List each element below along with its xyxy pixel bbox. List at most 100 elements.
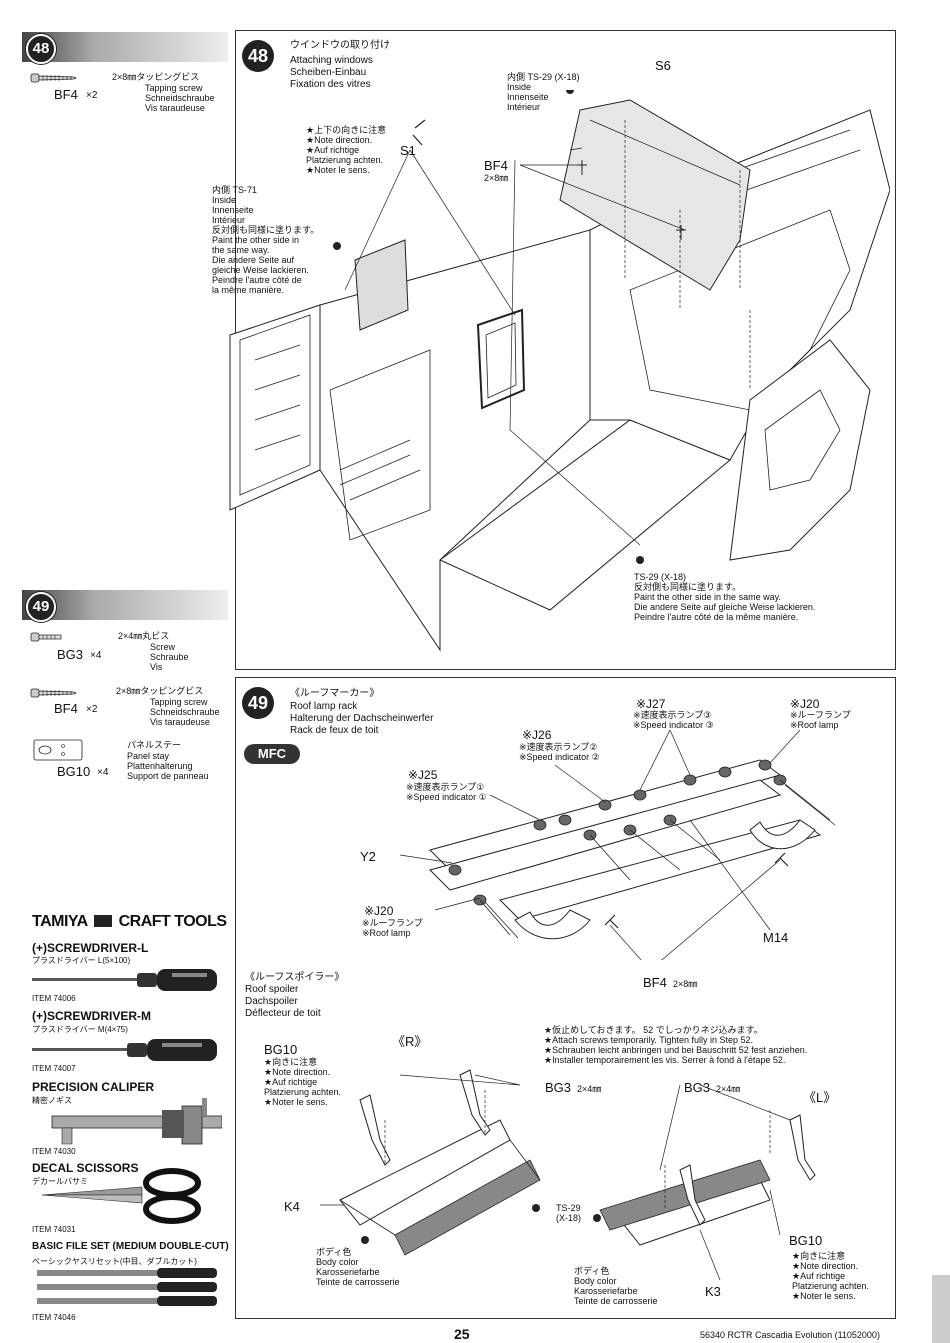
step48-title-en: Attaching windows [290, 55, 373, 66]
step48-screw-qty: ×2 [86, 90, 98, 101]
step48-title-jp: ウインドウの取り付け [290, 40, 390, 51]
label-k4: K4 [284, 1199, 300, 1214]
step49-title-de: Halterung der Dachscheinwerfer [290, 713, 434, 724]
tool-item: ITEM 74046 [32, 1313, 76, 1322]
label-bg10-left: BG10 [789, 1233, 823, 1248]
tamiya-brand: TAMIYA [32, 913, 88, 930]
label-s1: S1 [400, 143, 416, 158]
step49-title-jp: 《ルーフマーカー》 [290, 688, 380, 699]
inside-ts71-note: 内側 TS-71 Inside Innenseite Intérieur 反対側… [212, 185, 320, 295]
screwdriver-l-icon [32, 969, 217, 991]
step49-number: 49 [242, 687, 274, 719]
bg10-right-note: ★向きに注意 ★Note direction. ★Auf richtige Pl… [264, 1057, 342, 1107]
body-color-right: ボディ色 Body color Karosseriefarbe Teinte d… [316, 1247, 400, 1287]
file-set-icon [37, 1268, 217, 1306]
temp-screw-note: ★仮止めしておきます。 52 でしっかりネジ込みます。 ★Attach scre… [544, 1025, 808, 1065]
tool-name: (+)SCREWDRIVER-M [32, 1009, 151, 1023]
step49-sidebar-header: 49 [22, 590, 228, 622]
step48-screw-code: BF4 [54, 87, 78, 102]
label-j27: ※J27 [636, 697, 666, 711]
label-right: 《R》 [392, 1034, 428, 1049]
bg10-jp: パネルステー [127, 740, 182, 750]
label-bg3-right-size: 2×4㎜ [577, 1084, 602, 1094]
label-y2: Y2 [360, 849, 376, 864]
label-s6: S6 [655, 58, 671, 73]
step48-screw-en: Tapping screw [145, 83, 203, 93]
tapping-screw-icon [30, 688, 77, 698]
bf4-qty: ×2 [86, 704, 98, 715]
craft-tools-heading: TAMIYA CRAFT TOOLS [32, 913, 227, 931]
machine-screw-icon [30, 632, 62, 642]
label-j20a-sub: ※ルーフランプ ※Roof lamp [790, 710, 851, 730]
bg3-fr: Vis [150, 662, 163, 672]
page-edge-tab [932, 1275, 950, 1343]
label-bg3-left: BG3 [684, 1080, 711, 1095]
label-j26-sub: ※速度表示ランプ② ※Speed indicator ② [519, 742, 600, 762]
ts29-paint-note: TS-29 (X-18) 反対側も同様に塗ります。 Paint the othe… [634, 572, 816, 622]
label-left: 《L》 [803, 1090, 837, 1105]
tool-jp: デカールバサミ [32, 1177, 88, 1186]
step48-sidebar-header: 48 [22, 32, 228, 64]
tapping-screw-icon [30, 73, 77, 83]
mfc-badge: MFC [244, 744, 300, 764]
step49-panel [235, 677, 896, 1319]
bg10-fr: Support de panneau [127, 771, 209, 781]
tool-item: ITEM 74031 [32, 1225, 76, 1234]
label-j26: ※J26 [522, 728, 552, 742]
step49-title-fr: Rack de feux de toit [290, 725, 379, 736]
caliper-icon [51, 1098, 222, 1145]
bg3-de: Schraube [150, 652, 189, 662]
label-bg3-left-size: 2×4㎜ [716, 1084, 741, 1094]
tool-item: ITEM 74007 [32, 1064, 76, 1073]
bg10-qty: ×4 [97, 767, 109, 778]
step48-title-de: Scheiben-Einbau [290, 67, 367, 78]
inside-ts29-note: 内側 TS-29 (X-18) Inside Innenseite Intéri… [507, 72, 580, 112]
label-bf4-rack-size: 2×8㎜ [673, 979, 698, 989]
step48-screw-jp: 2×8㎜タッピングビス [112, 72, 200, 82]
label-j25-sub: ※速度表示ランプ① ※Speed indicator ① [406, 782, 487, 802]
label-j20b-sub: ※ルーフランプ ※Roof lamp [362, 918, 423, 938]
label-j20a: ※J20 [790, 697, 820, 711]
bg3-en: Screw [150, 642, 176, 652]
decal-scissors-icon [41, 1168, 201, 1224]
bf4-en: Tapping screw [150, 697, 208, 707]
tool-item: ITEM 74030 [32, 1147, 76, 1156]
tool-name: (+)SCREWDRIVER-L [32, 941, 149, 955]
bf4-fr: Vis taraudeuse [150, 717, 210, 727]
bg3-code: BG3 [57, 647, 84, 662]
bf4-de: Schneidschraube [150, 707, 220, 717]
bg10-en: Panel stay [127, 751, 170, 761]
label-ts29: TS-29 (X-18) [556, 1203, 582, 1223]
label-j20b: ※J20 [364, 904, 394, 918]
spoiler-title: 《ルーフスポイラー》 Roof spoiler Dachspoiler Défl… [245, 972, 345, 1019]
label-m14: M14 [763, 930, 789, 945]
step49-sidebar-number: 49 [26, 592, 56, 622]
tool-jp: 精密ノギス [32, 1096, 72, 1105]
tool-name: PRECISION CALIPER [32, 1080, 155, 1094]
label-bf4-rack: BF4 [643, 975, 667, 990]
bg10-de: Plattenhalterung [127, 761, 193, 771]
bf4-code: BF4 [54, 701, 78, 716]
bf4-jp: 2×8㎜タッピングビス [116, 686, 204, 696]
label-j27-sub: ※速度表示ランプ③ ※Speed indicator ③ [633, 710, 714, 730]
tool-jp: プラスドライバー L(5×100) [32, 956, 131, 965]
label-k3: K3 [705, 1284, 721, 1299]
step48-title-fr: Fixation des vitres [290, 79, 371, 90]
step49-title-en: Roof lamp rack [290, 701, 358, 712]
label-bf4: BF4 [484, 158, 508, 173]
tool-jp: プラスドライバー M(4×75) [32, 1025, 128, 1034]
step48-screw-fr: Vis taraudeuse [145, 103, 205, 113]
label-bg10-right: BG10 [264, 1042, 298, 1057]
tool-name: DECAL SCISSORS [32, 1161, 139, 1175]
bg3-jp: 2×4㎜丸ビス [118, 631, 170, 641]
body-color-left: ボディ色 Body color Karosseriefarbe Teinte d… [574, 1266, 658, 1306]
bg10-code: BG10 [57, 764, 91, 779]
manual-code: 56340 RCTR Cascadia Evolution (11052000) [700, 1330, 880, 1340]
craft-tools-title: CRAFT TOOLS [118, 913, 227, 930]
step48-number: 48 [242, 40, 274, 72]
tool-name: BASIC FILE SET (MEDIUM DOUBLE-CUT) [32, 1241, 229, 1252]
label-bf4-size: 2×8㎜ [484, 173, 509, 183]
step48-sidebar-number: 48 [26, 34, 56, 64]
page-number: 25 [454, 1326, 470, 1342]
roof-spoiler-drawing [320, 1069, 816, 1281]
